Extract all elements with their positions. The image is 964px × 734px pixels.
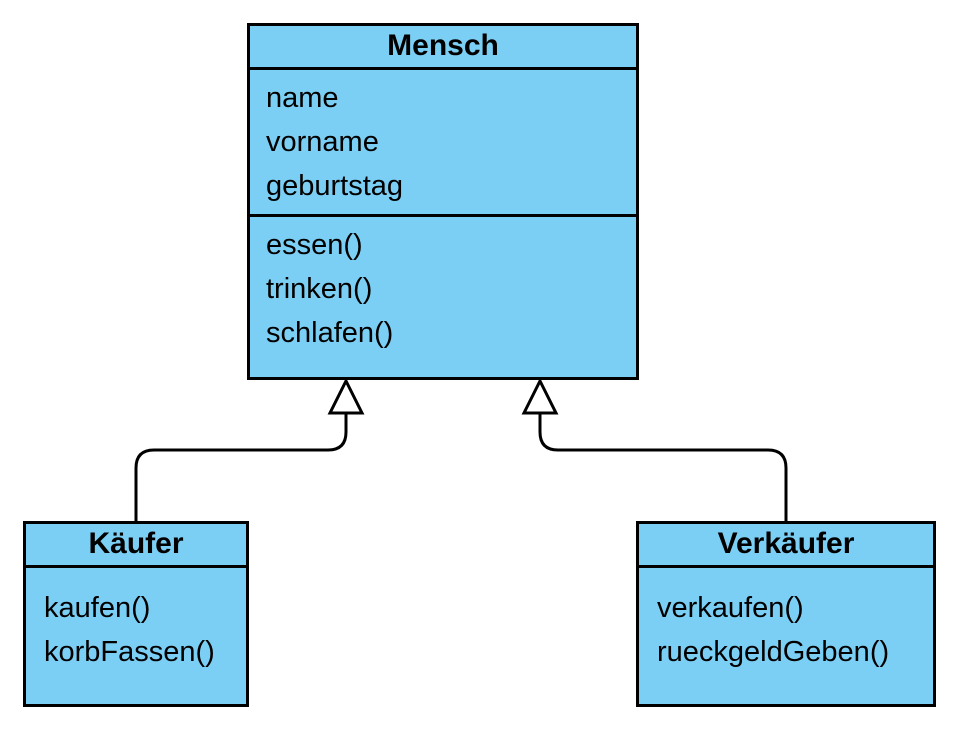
attribute-vorname: vorname bbox=[266, 126, 379, 158]
generalization-arrowhead-kaeufer bbox=[327, 377, 365, 415]
method-trinken: trinken() bbox=[266, 273, 373, 305]
class-verkaeufer-name: Verkäufer bbox=[639, 524, 933, 568]
method-essen: essen() bbox=[266, 229, 363, 261]
method-verkaufen: verkaufen() bbox=[657, 592, 804, 624]
class-mensch-attributes: name vorname geburtstag bbox=[250, 70, 636, 217]
class-mensch-methods: essen() trinken() schlafen() bbox=[250, 217, 636, 355]
attribute-name: name bbox=[266, 82, 339, 114]
class-verkaeufer-methods: verkaufen() rueckgeldGeben() bbox=[639, 568, 933, 674]
class-mensch-name: Mensch bbox=[250, 26, 636, 70]
class-kaeufer-methods: kaufen() korbFassen() bbox=[26, 568, 246, 674]
class-kaeufer: Käufer kaufen() korbFassen() bbox=[23, 521, 249, 707]
generalization-line-verkaeufer bbox=[538, 413, 788, 521]
method-korbfassen: korbFassen() bbox=[44, 636, 215, 668]
attribute-geburtstag: geburtstag bbox=[266, 170, 404, 202]
class-mensch: Mensch name vorname geburtstag essen() t… bbox=[247, 23, 639, 380]
generalization-line-kaeufer bbox=[134, 413, 348, 521]
generalization-arrowhead-verkaeufer bbox=[521, 377, 559, 415]
method-schlafen: schlafen() bbox=[266, 317, 394, 349]
class-verkaeufer: Verkäufer verkaufen() rueckgeldGeben() bbox=[636, 521, 936, 707]
method-rueckgeldgeben: rueckgeldGeben() bbox=[657, 636, 890, 668]
method-kaufen: kaufen() bbox=[44, 592, 151, 624]
class-kaeufer-name: Käufer bbox=[26, 524, 246, 568]
